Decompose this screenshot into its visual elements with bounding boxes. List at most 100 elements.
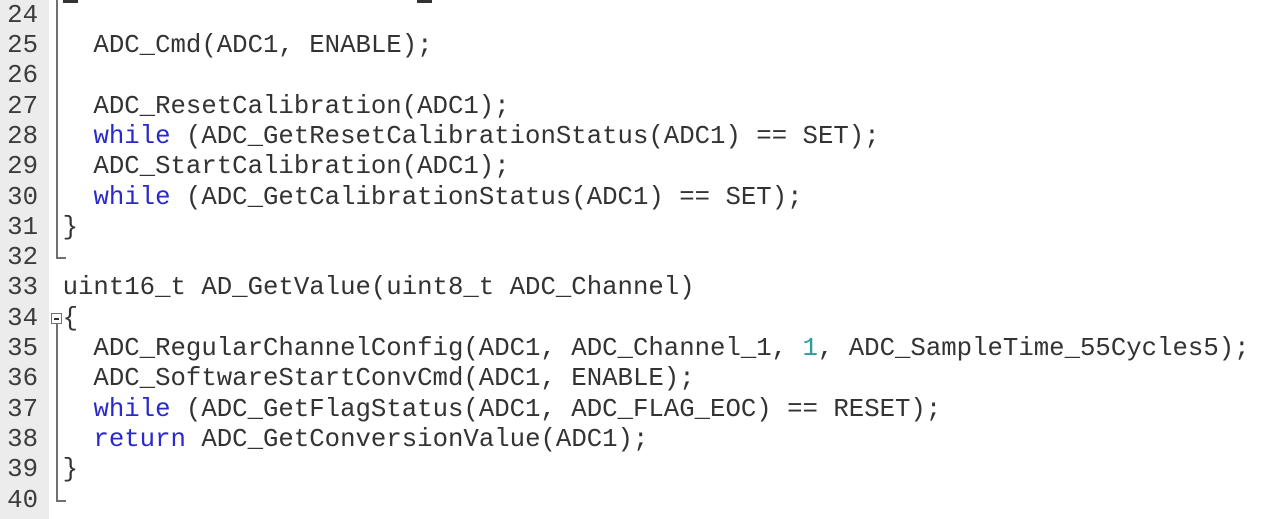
line-row: 25 ADC_Cmd(ADC1, ENABLE); [0, 31, 1280, 62]
fold-margin [49, 0, 63, 32]
fold-guide-line [56, 0, 58, 1]
code-token: } [62, 455, 79, 485]
line-number[interactable]: 29 [7, 152, 38, 182]
code-line[interactable]: while (ADC_GetResetCalibrationStatus(ADC… [63, 122, 1280, 152]
code-token: ADC_ResetCalibration(ADC1); [62, 91, 510, 121]
fold-margin [49, 273, 63, 303]
line-number[interactable]: 33 [7, 273, 38, 303]
fold-margin [49, 61, 63, 92]
code-token: 1 [802, 334, 818, 364]
fold-margin [49, 394, 63, 425]
fold-margin [49, 0, 63, 1]
line-number[interactable]: 30 [7, 182, 38, 212]
line-number[interactable]: 28 [7, 121, 38, 151]
code-token: , ADC_SampleTime_55Cycles5); [817, 334, 1250, 364]
code-token: ADC_RegularChannelConfig(ADC1, ADC_Chann… [62, 334, 803, 364]
fold-guide-line [56, 0, 58, 32]
code-token: } [62, 212, 79, 242]
fold-margin [49, 243, 66, 273]
code-token: (ADC_GetCalibrationStatus(ADC1) == SET); [170, 182, 803, 212]
line-row: 37 while (ADC_GetFlagStatus(ADC1, ADC_FL… [0, 394, 1280, 425]
line-number[interactable]: 34 [7, 303, 38, 333]
line-row: 35 ADC_RegularChannelConfig(ADC1, ADC_Ch… [0, 334, 1280, 365]
line-number[interactable]: 40 [7, 485, 38, 515]
fold-margin [49, 455, 63, 486]
fold-guide-line [56, 485, 58, 502]
line-row: 29 ADC_StartCalibration(ADC1); [0, 152, 1280, 183]
code-line[interactable]: uint16_t AD_GetValue(uint8_t ADC_Channel… [63, 273, 1280, 303]
code-token: ADC_StartCalibration(ADC1); [62, 152, 510, 182]
code-line[interactable]: ADC_RegularChannelConfig(ADC1, ADC_Chann… [63, 334, 1280, 364]
code-line[interactable]: while (ADC_GetCalibrationStatus(ADC1) ==… [63, 183, 1280, 213]
fold-margin [49, 31, 63, 62]
line-row: 40 [0, 485, 1280, 516]
code-token [63, 395, 94, 424]
line-number[interactable]: 38 [7, 424, 38, 454]
line-number[interactable]: 35 [7, 334, 38, 364]
code-token: (ADC_GetResetCalibrationStatus(ADC1) == … [170, 121, 880, 151]
line-number[interactable]: 32 [7, 243, 38, 273]
fold-guide-line [56, 91, 58, 122]
line-row: 34 { [0, 303, 1280, 335]
fold-guide-line [56, 394, 58, 425]
fold-guide-line [56, 182, 58, 213]
line-row: 36 ADC_SoftwareStartConvCmd(ADC1, ENABLE… [0, 364, 1280, 395]
code-token: (ADC_GetFlagStatus(ADC1, ADC_FLAG_EOC) =… [170, 394, 942, 424]
fold-guide-line [56, 61, 58, 92]
line-number[interactable]: 25 [7, 31, 38, 61]
fold-margin [49, 424, 63, 456]
fold-guide-line [56, 364, 58, 395]
code-line[interactable]: ADC_Cmd(ADC1, ENABLE); [63, 31, 1280, 61]
code-line[interactable] [63, 243, 1280, 273]
code-line[interactable]: return ADC_GetConversionValue(ADC1); [63, 425, 1280, 455]
code-line[interactable]: ADC_ResetCalibration(ADC1); [63, 92, 1280, 122]
code-line[interactable]: ADC_SoftwareStartConvCmd(ADC1, ENABLE); [63, 364, 1280, 394]
code-token: return [93, 424, 186, 454]
code-line[interactable] [63, 1, 1280, 31]
code-token [63, 183, 94, 212]
fold-guide-line [56, 31, 58, 62]
fold-guide-line [56, 152, 58, 183]
line-number[interactable]: 24 [7, 0, 38, 30]
code-line[interactable]: { [63, 304, 1280, 334]
fold-collapse-icon[interactable] [50, 313, 62, 325]
fold-margin [49, 212, 63, 244]
fold-margin [49, 485, 66, 516]
fold-guide-line [56, 424, 58, 456]
line-number[interactable]: 31 [7, 212, 38, 242]
line-number[interactable]: 36 [7, 364, 38, 394]
code-line[interactable]: } [63, 455, 1280, 485]
line-number[interactable]: 37 [7, 394, 38, 424]
line-row: 26 [0, 61, 1280, 92]
fold-margin [49, 304, 63, 335]
line-row: 31} [0, 212, 1280, 244]
code-token [63, 425, 94, 454]
line-row: 32 [0, 243, 1280, 273]
line-number[interactable]: 39 [7, 455, 38, 485]
fold-margin [49, 91, 63, 122]
code-line[interactable] [63, 61, 1280, 91]
line-number[interactable]: 27 [7, 91, 38, 121]
fold-margin [49, 182, 63, 213]
minus-icon [53, 318, 59, 320]
code-token: { [62, 303, 79, 333]
fold-guide-line [56, 455, 58, 486]
fold-margin [49, 364, 63, 395]
fold-end-tick [56, 499, 66, 502]
fold-end-tick [56, 257, 66, 260]
fold-margin [49, 121, 63, 153]
code-line[interactable] [63, 486, 1280, 516]
code-token: ADC_Cmd(ADC1, ENABLE); [62, 31, 433, 61]
code-token: ADC_SoftwareStartConvCmd(ADC1, ENABLE); [62, 364, 695, 394]
code-token [63, 122, 94, 151]
code-line[interactable]: ADC_StartCalibration(ADC1); [63, 152, 1280, 182]
code-line[interactable]: } [63, 213, 1280, 243]
code-line[interactable]: while (ADC_GetFlagStatus(ADC1, ADC_FLAG_… [63, 395, 1280, 425]
line-number[interactable]: 26 [7, 61, 38, 91]
fold-margin [49, 152, 63, 183]
fold-guide-line [56, 212, 58, 244]
line-row: 30 while (ADC_GetCalibrationStatus(ADC1)… [0, 182, 1280, 213]
line-row: 28 while (ADC_GetResetCalibrationStatus(… [0, 121, 1280, 153]
